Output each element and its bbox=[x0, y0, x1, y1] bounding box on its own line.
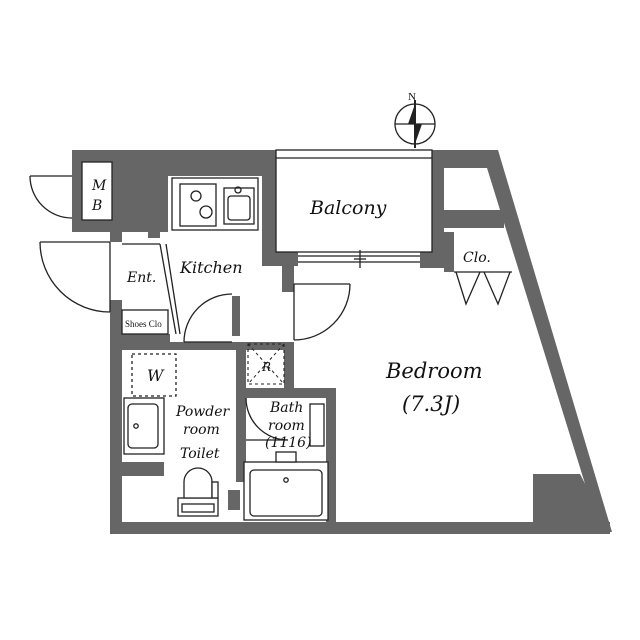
closet-label: Clo. bbox=[463, 250, 491, 266]
bathroom-label-2: room bbox=[268, 418, 305, 434]
washer-label: W bbox=[147, 366, 165, 385]
compass-label: N bbox=[408, 91, 416, 103]
bedroom-size-label: (7.3J) bbox=[402, 392, 460, 416]
mb-door[interactable] bbox=[29, 175, 73, 219]
refrigerator-label: R bbox=[261, 360, 271, 374]
bathtub bbox=[243, 451, 329, 521]
meter-box-label-m: M bbox=[91, 178, 107, 194]
bedroom-label: Bedroom bbox=[385, 359, 483, 383]
powder-room-label-3: Toilet bbox=[180, 446, 220, 462]
shoes-closet-label: Shoes Clo bbox=[125, 319, 162, 329]
vanity-sink bbox=[123, 397, 165, 455]
refrigerator-space bbox=[247, 343, 285, 385]
bedroom-door[interactable] bbox=[293, 283, 351, 341]
closet-doors[interactable] bbox=[454, 271, 512, 306]
washer-space bbox=[131, 353, 177, 397]
bathroom-label-3: (1116) bbox=[265, 435, 312, 451]
bathroom-label-1: Bath bbox=[269, 400, 303, 416]
toilet bbox=[177, 467, 219, 517]
powder-room-door[interactable] bbox=[183, 293, 233, 343]
kitchen-counter bbox=[171, 177, 259, 231]
north-compass-icon bbox=[394, 100, 436, 148]
bathroom-door[interactable] bbox=[245, 397, 325, 447]
powder-room-label-1: Powder bbox=[175, 404, 231, 420]
kitchen-label: Kitchen bbox=[179, 258, 243, 277]
meter-box-label-b: B bbox=[91, 198, 102, 214]
powder-room-label-2: room bbox=[183, 422, 220, 438]
entrance-step bbox=[121, 243, 181, 335]
balcony-area bbox=[275, 149, 433, 268]
balcony-label: Balcony bbox=[309, 197, 387, 219]
entrance-door[interactable] bbox=[39, 241, 111, 313]
entrance-label: Ent. bbox=[126, 270, 156, 286]
walls bbox=[72, 150, 612, 534]
